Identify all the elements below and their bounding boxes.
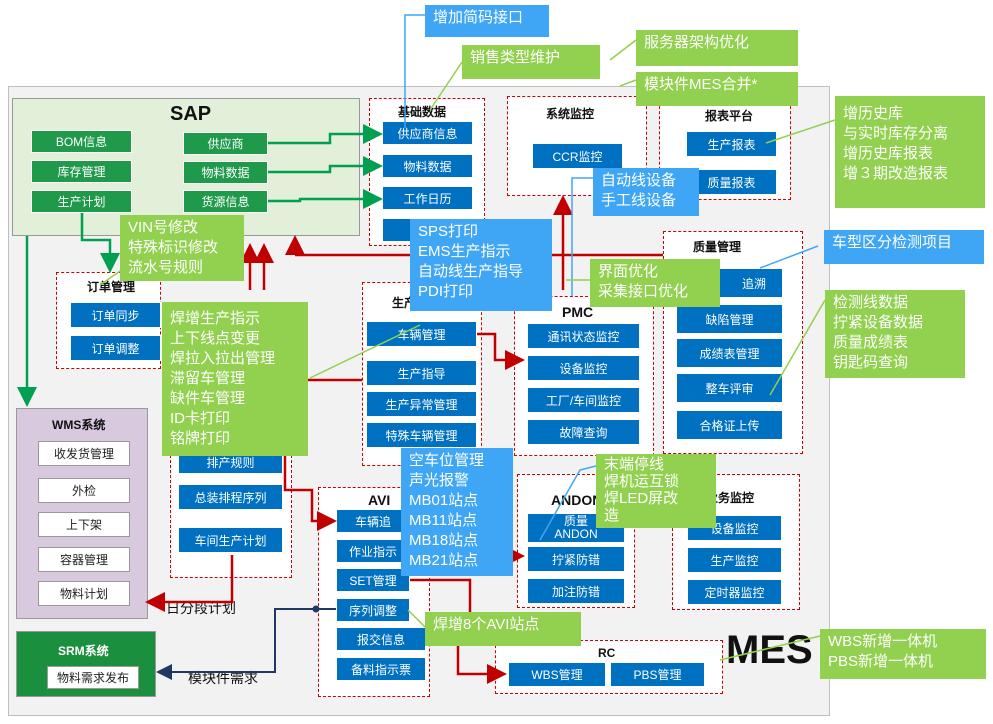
wms-title: WMS系统 bbox=[52, 418, 106, 432]
production-exception[interactable]: 生产异常管理 bbox=[366, 391, 477, 417]
basic-supplier-info[interactable]: 供应商信息 bbox=[382, 121, 473, 145]
note-history-db: 增历史库 与实时库存分离 增历史库报表 增３期改造报表 bbox=[835, 96, 985, 208]
note-server-arch: 服务器架构优化 bbox=[636, 30, 798, 66]
srm-title: SRM系统 bbox=[58, 644, 109, 658]
order-sync[interactable]: 订单同步 bbox=[70, 302, 161, 328]
material-demand-release[interactable]: 物料需求发布 bbox=[47, 666, 139, 689]
wms-receiving[interactable]: 收发货管理 bbox=[38, 441, 130, 466]
ccr-monitor[interactable]: CCR监控 bbox=[532, 143, 623, 169]
avi-title: AVI bbox=[368, 492, 391, 508]
fault-query[interactable]: 故障查询 bbox=[527, 419, 640, 445]
set-management[interactable]: SET管理 bbox=[336, 568, 410, 592]
workshop-plan[interactable]: 车间生产计划 bbox=[178, 527, 283, 553]
note-ui-opt: 界面优化 采集接口优化 bbox=[590, 259, 720, 307]
wms-container[interactable]: 容器管理 bbox=[38, 547, 130, 572]
note-wbs-pbs: WBS新增一体机 PBS新增一体机 bbox=[820, 629, 986, 679]
delivery-info[interactable]: 报交信息 bbox=[336, 627, 426, 651]
sap-bom[interactable]: BOM信息 bbox=[31, 130, 132, 153]
pbs-management[interactable]: PBS管理 bbox=[610, 662, 705, 687]
sap-supplier[interactable]: 供应商 bbox=[183, 132, 268, 155]
filling-errorproof[interactable]: 加注防错 bbox=[527, 578, 625, 604]
special-vehicle-management[interactable]: 特殊车辆管理 bbox=[366, 422, 477, 448]
biz-production-monitor[interactable]: 生产监控 bbox=[687, 547, 782, 573]
andon-title: ANDON bbox=[551, 492, 603, 508]
pmc-title: PMC bbox=[562, 304, 594, 320]
business-monitor-title: 业务监控 bbox=[706, 491, 755, 505]
note-auto-line: 自动线设备 手工线设备 bbox=[593, 168, 699, 216]
note-vin: VIN号修改 特殊标识修改 流水号规则 bbox=[120, 215, 244, 281]
production-guide[interactable]: 生产指导 bbox=[366, 360, 477, 386]
wbs-management[interactable]: WBS管理 bbox=[508, 662, 606, 687]
material-slip[interactable]: 备料指示票 bbox=[336, 657, 426, 681]
assembly-sequence[interactable]: 总装排程序列 bbox=[178, 484, 283, 510]
avi-work-instruction[interactable]: 作业指示 bbox=[336, 539, 410, 563]
note-simple-code: 增加简码接口 bbox=[425, 5, 549, 37]
certificate-upload[interactable]: 合格证上传 bbox=[676, 410, 783, 440]
sap-material[interactable]: 物料数据 bbox=[183, 161, 268, 184]
sequence-adjust[interactable]: 序列调整 bbox=[336, 598, 410, 622]
note-empty-slot: 空车位管理 声光报警 MB01站点 MB11站点 MB18站点 MB21站点 bbox=[401, 448, 513, 576]
vehicle-review[interactable]: 整车评审 bbox=[676, 373, 783, 403]
quality-title: 质量管理 bbox=[693, 240, 742, 254]
note-weld: 焊增生产指示 上下线点变更 焊拉入拉出管理 滞留车管理 缺件车管理 ID卡打印 … bbox=[162, 302, 308, 456]
daily-plan-label: 日分段计划 bbox=[166, 600, 236, 616]
sap-title: SAP bbox=[170, 103, 212, 125]
system-monitor-title: 系统监控 bbox=[546, 107, 595, 121]
score-sheet-management[interactable]: 成绩表管理 bbox=[676, 338, 783, 368]
defect-management[interactable]: 缺陷管理 bbox=[676, 304, 783, 334]
wms-material-plan[interactable]: 物料计划 bbox=[38, 581, 130, 606]
note-weld-avi: 焊增8个AVI站点 bbox=[425, 612, 581, 646]
note-vehicle-zone: 车型区分检测项目 bbox=[824, 230, 984, 264]
note-sps: SPS打印 EMS生产指示 自动线生产指导 PDI打印 bbox=[410, 219, 552, 311]
module-req-label: 模块件需求 bbox=[188, 670, 258, 686]
biz-equipment-monitor[interactable]: 设备监控 bbox=[687, 515, 782, 541]
sap-source[interactable]: 货源信息 bbox=[183, 190, 268, 213]
plant-workshop-monitor[interactable]: 工厂/车间监控 bbox=[527, 387, 640, 413]
pmc-equipment-monitor[interactable]: 设备监控 bbox=[527, 355, 640, 381]
production-report[interactable]: 生产报表 bbox=[686, 131, 777, 157]
basic-work-calendar[interactable]: 工作日历 bbox=[382, 186, 473, 210]
wms-external-inspection[interactable]: 外检 bbox=[38, 478, 130, 503]
torque-errorproof[interactable]: 拧紧防错 bbox=[527, 546, 625, 572]
basic-material-data[interactable]: 物料数据 bbox=[382, 154, 473, 178]
rc-title: RC bbox=[598, 646, 616, 660]
quality-report[interactable]: 质量报表 bbox=[686, 169, 777, 195]
note-end-stop: 末端停线 焊机运互锁 焊LED屏改 造 bbox=[596, 454, 716, 528]
report-platform-title: 报表平台 bbox=[705, 109, 754, 123]
sap-production-plan[interactable]: 生产计划 bbox=[31, 190, 132, 213]
note-sales-type: 销售类型维护 bbox=[462, 45, 600, 79]
note-module-merge: 模块件MES合并* bbox=[636, 72, 798, 106]
mes-label: MES bbox=[726, 628, 813, 672]
basic-data-title: 基础数据 bbox=[398, 105, 447, 119]
order-adjust[interactable]: 订单调整 bbox=[70, 335, 161, 361]
wms-shelving[interactable]: 上下架 bbox=[38, 512, 130, 537]
note-inspection: 检测线数据 拧紧设备数据 质量成绩表 钥匙码查询 bbox=[825, 290, 965, 378]
order-title: 订单管理 bbox=[87, 280, 136, 294]
sap-inventory[interactable]: 库存管理 bbox=[31, 160, 132, 183]
timer-monitor[interactable]: 定时器监控 bbox=[687, 579, 782, 605]
comm-status-monitor[interactable]: 通讯状态监控 bbox=[527, 323, 640, 349]
